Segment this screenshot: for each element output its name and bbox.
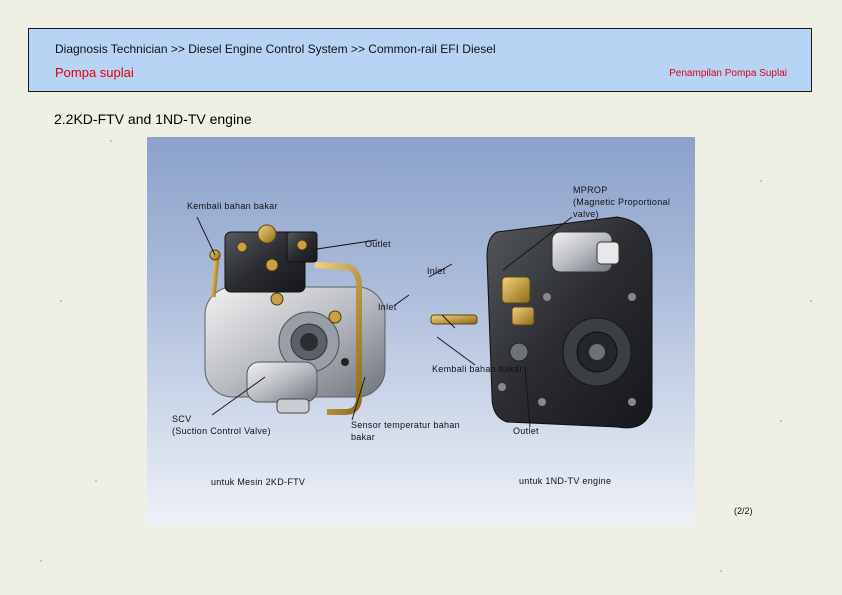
label-mprop-line2: (Magnetic Proportional bbox=[573, 196, 670, 208]
label-mprop-line1: MPROP bbox=[573, 184, 670, 196]
background-speck bbox=[720, 570, 722, 572]
supply-pump-figure: Kembali bahan bakar MPROP (Magnetic Prop… bbox=[147, 137, 695, 526]
pump-1nd-tv bbox=[431, 217, 652, 428]
background-speck bbox=[40, 560, 42, 562]
label-inlet-right: Inlet bbox=[427, 265, 446, 277]
caption-1nd-tv: untuk 1ND-TV engine bbox=[519, 475, 611, 487]
background-speck bbox=[110, 140, 112, 142]
label-sensor-line2: bakar bbox=[351, 431, 460, 443]
background-speck bbox=[60, 300, 62, 302]
section-heading: 2.2KD-FTV and 1ND-TV engine bbox=[54, 111, 252, 127]
label-outlet-top: Outlet bbox=[365, 238, 391, 250]
label-outlet-bottom: Outlet bbox=[513, 425, 539, 437]
page-title: Pompa suplai bbox=[55, 65, 134, 80]
label-return-fuel-left: Kembali bahan bakar bbox=[187, 200, 278, 212]
supply-pump-overview-link[interactable]: Penampilan Pompa Suplai bbox=[669, 68, 787, 79]
page-number: (2/2) bbox=[734, 506, 753, 516]
label-sensor-line1: Sensor temperatur bahan bbox=[351, 419, 460, 431]
label-mprop: MPROP (Magnetic Proportional valve) bbox=[573, 184, 670, 220]
label-return-fuel-right: Kembali bahan bakar bbox=[432, 363, 523, 375]
background-speck bbox=[95, 480, 97, 482]
label-scv-line1: SCV bbox=[172, 413, 271, 425]
caption-2kd-ftv: untuk Mesin 2KD-FTV bbox=[211, 476, 305, 488]
label-fuel-temp-sensor: Sensor temperatur bahan bakar bbox=[351, 419, 460, 443]
label-mprop-line3: valve) bbox=[573, 208, 670, 220]
pump-2kd-ftv bbox=[205, 225, 385, 413]
label-inlet-left: Inlet bbox=[378, 301, 397, 313]
background-speck bbox=[780, 420, 782, 422]
background-speck bbox=[810, 300, 812, 302]
background-speck bbox=[760, 180, 762, 182]
header-bar: Diagnosis Technician >> Diesel Engine Co… bbox=[28, 28, 812, 92]
breadcrumb[interactable]: Diagnosis Technician >> Diesel Engine Co… bbox=[55, 42, 496, 56]
label-scv: SCV (Suction Control Valve) bbox=[172, 413, 271, 437]
label-scv-line2: (Suction Control Valve) bbox=[172, 425, 271, 437]
